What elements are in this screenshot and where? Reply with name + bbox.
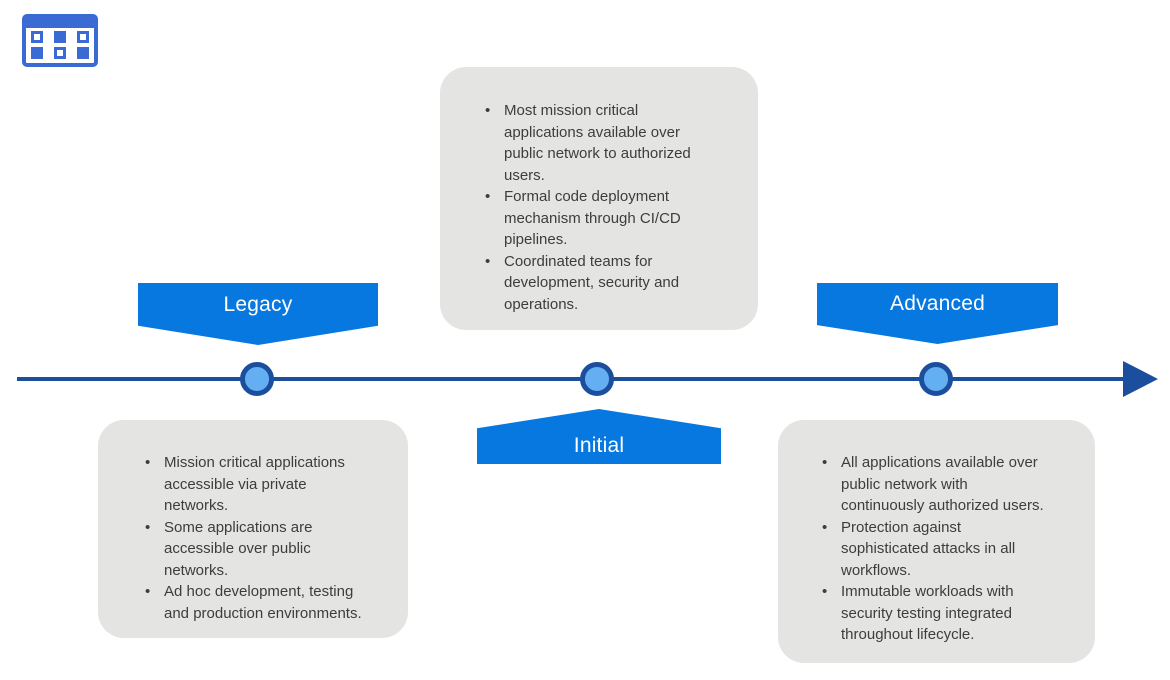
timeline-node-legacy [240,362,274,396]
logo-square [31,47,43,59]
bullet-item: Immutable workloads with security testin… [822,581,1087,646]
logo-square [31,31,43,43]
timeline-axis [17,377,1125,381]
logo-body [26,28,94,59]
grid-logo-icon [22,14,98,67]
stage-label: Initial [573,434,625,457]
bullet-item: Most mission critical applications avail… [485,100,746,186]
bullet-item: Protection against sophisticated attacks… [822,517,1087,582]
logo-row [31,47,89,59]
bullet-item: Mission critical applications accessible… [145,452,400,517]
timeline-node-advanced [919,362,953,396]
bullet-item: Ad hoc development, testing and producti… [145,581,400,624]
logo-square [54,31,66,43]
logo-row [31,31,89,43]
stage-label: Legacy [223,292,293,316]
logo-square [77,47,89,59]
bullet-list: Mission critical applications accessible… [145,452,400,624]
arrow-right-icon [1123,361,1158,397]
bullet-item: All applications available over public n… [822,452,1087,517]
infobox-initial: Most mission critical applications avail… [440,67,758,330]
bullet-list: Most mission critical applications avail… [485,100,746,315]
bullet-item: Coordinated teams for development, secur… [485,251,746,316]
stage-banner-advanced: Advanced [817,283,1058,344]
bullet-item: Formal code deployment mechanism through… [485,186,746,251]
logo-square [54,47,66,59]
bullet-item: Some applications are accessible over pu… [145,517,400,582]
stage-label: Advanced [889,292,985,315]
timeline-node-initial [580,362,614,396]
bullet-list: All applications available over public n… [822,452,1087,646]
infobox-legacy: Mission critical applications accessible… [98,420,408,638]
stage-banner-initial: Initial [477,409,721,464]
logo-header-bar [26,18,94,28]
logo-square [77,31,89,43]
stage-banner-legacy: Legacy [138,283,378,345]
infobox-advanced: All applications available over public n… [778,420,1095,663]
